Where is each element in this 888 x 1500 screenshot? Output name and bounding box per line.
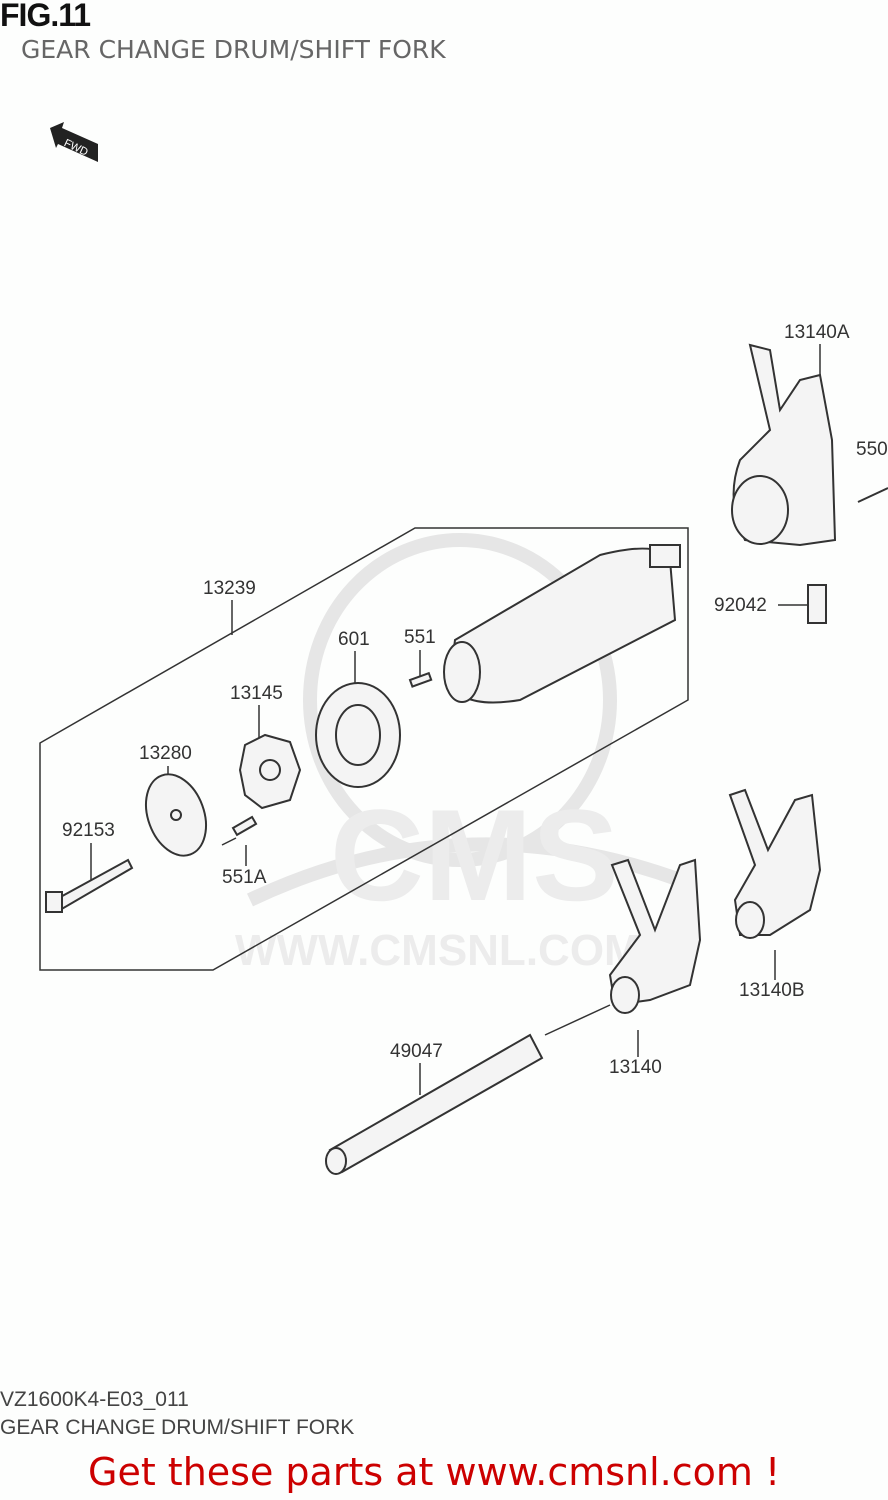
part-label[interactable]: 13145: [230, 683, 283, 704]
figure-number: FIG.11: [0, 0, 91, 33]
part-label[interactable]: 13140: [609, 1057, 662, 1078]
drum-assembly-box: [39, 527, 689, 971]
leader-lines: [90, 344, 821, 1095]
part-label[interactable]: 13140B: [739, 980, 805, 1001]
diagram-code: VZ1600K4-E03_011: [0, 1388, 189, 1411]
part-label[interactable]: 13280: [139, 743, 192, 764]
watermark-text: CMS: [330, 782, 619, 928]
fwd-arrow-icon: FWD: [50, 122, 102, 170]
part-label[interactable]: 92153: [62, 820, 115, 841]
footer-title: GEAR CHANGE DRUM/SHIFT FORK: [0, 1416, 355, 1439]
watermark-url: WWW.CMSNL.COM: [235, 926, 641, 975]
part-label[interactable]: 551: [404, 627, 436, 648]
part-label[interactable]: 550: [856, 439, 888, 460]
pin-551: [408, 671, 433, 688]
pin-551a: [231, 815, 258, 837]
shift-drum: [448, 547, 677, 704]
part-label[interactable]: 49047: [390, 1041, 443, 1062]
page-title: GEAR CHANGE DRUM/SHIFT FORK: [21, 35, 446, 64]
promo-link[interactable]: Get these parts at www.cmsnl.com !: [88, 1450, 781, 1494]
bolt: [53, 858, 134, 912]
shift-fork: [608, 858, 702, 1007]
part-label[interactable]: 13239: [203, 578, 256, 599]
shift-fork-b: [728, 788, 822, 936]
part-label[interactable]: 92042: [714, 595, 767, 616]
part-label[interactable]: 601: [338, 629, 370, 650]
part-label[interactable]: 13140A: [784, 322, 850, 343]
part-label[interactable]: 551A: [222, 867, 267, 888]
